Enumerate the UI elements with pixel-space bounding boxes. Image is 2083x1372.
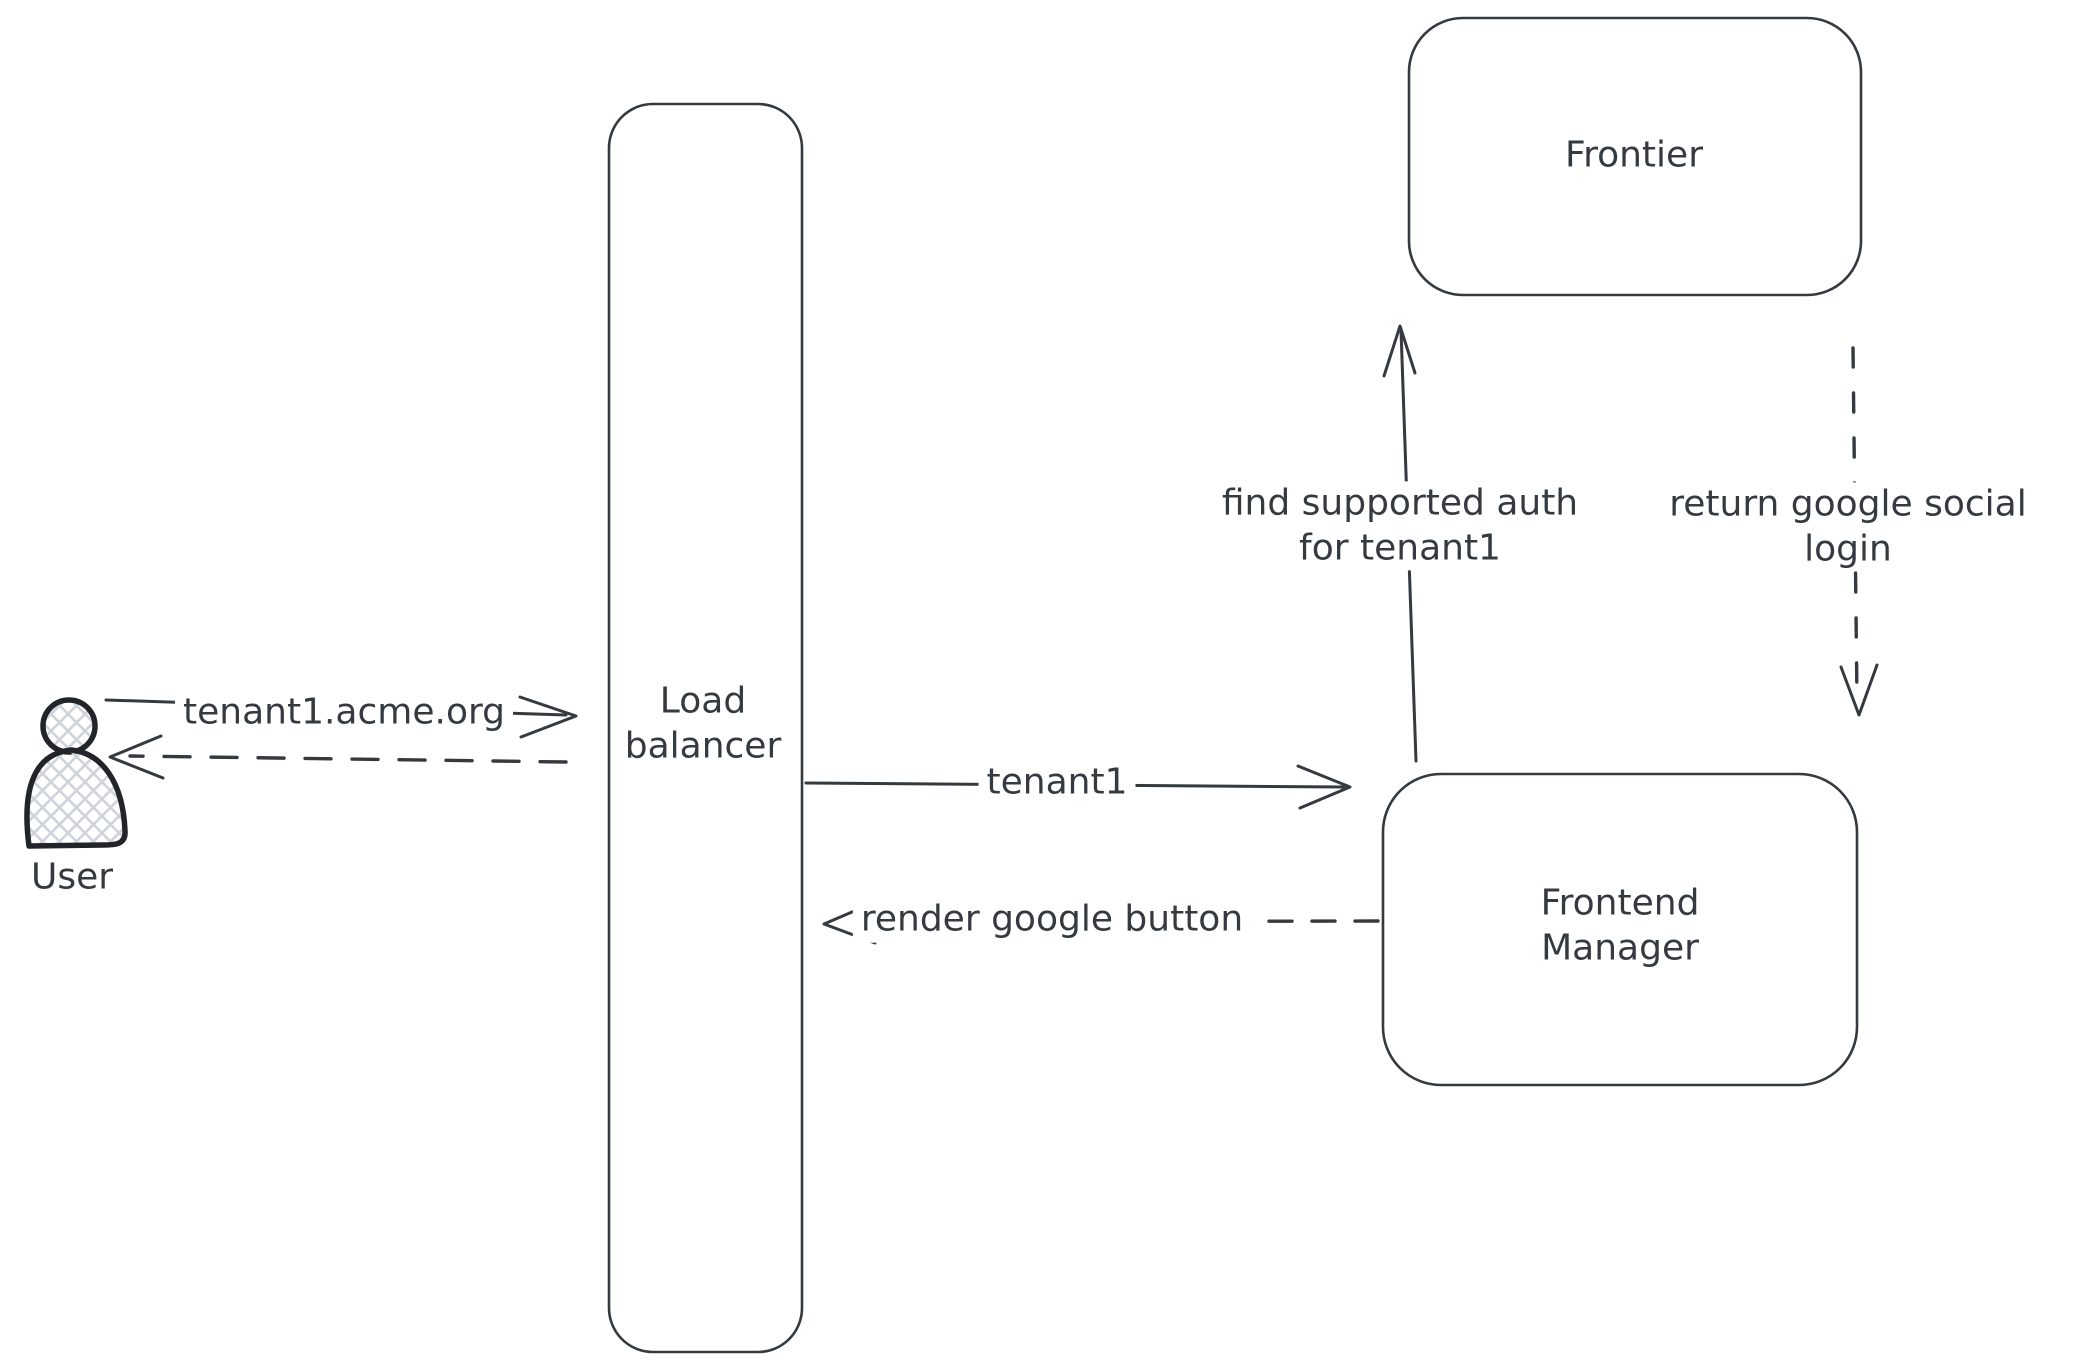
frontier-label: Frontier: [1564, 134, 1704, 176]
frontend-manager-label-line2: Manager: [1541, 927, 1699, 968]
arrow-load-balancer-to-user: [108, 734, 568, 780]
load-balancer-label-line1: Load: [659, 680, 747, 722]
edge-label-tenant1-acme-org: tenant1.acme.org: [175, 690, 513, 736]
load-balancer-box: [607, 102, 804, 1354]
user-icon: [24, 697, 128, 849]
frontier-box: [1407, 16, 1863, 297]
arrowhead-right: [518, 695, 578, 739]
load-balancer-label: Load balancer: [625, 679, 782, 768]
edge-label-find-supported-auth-line2: for tenant1: [1299, 527, 1501, 568]
user-icon-body: [24, 747, 128, 849]
edge-label-find-supported-auth: find supported auth for tenant1: [1213, 481, 1587, 571]
load-balancer-label-line2: balancer: [624, 725, 782, 766]
edge-label-tenant1: tenant1: [978, 760, 1136, 806]
arrowhead-up: [1382, 324, 1417, 378]
edge-label-return-google-social: return google social login: [1661, 482, 2035, 572]
frontend-manager-label: Frontend Manager: [1541, 881, 1700, 970]
frontend-manager-box: [1381, 772, 1859, 1087]
arrowhead-left: [108, 734, 165, 780]
edge-label-return-google-social-line1: return google social: [1669, 483, 2027, 525]
arrowhead-down: [1839, 663, 1879, 717]
arrowhead-right: [1296, 764, 1352, 810]
edge-label-render-google-button: render google button: [852, 897, 1252, 943]
user-label: User: [30, 856, 114, 898]
frontend-manager-label-line1: Frontend: [1540, 882, 1700, 924]
edge-label-find-supported-auth-line1: find supported auth: [1221, 482, 1579, 524]
arrow-frontier-to-frontend-manager: [1839, 346, 1879, 717]
edge-label-return-google-social-line2: login: [1804, 528, 1892, 569]
user-icon-head: [40, 697, 98, 755]
